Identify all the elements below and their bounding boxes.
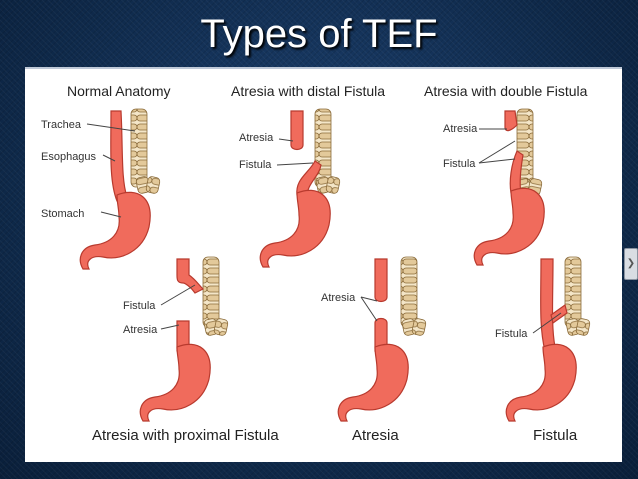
esophagus-illustration: [139, 258, 211, 422]
label-atresia: Atresia: [239, 132, 274, 144]
panel-atresia: Atresia Atresia: [321, 256, 427, 444]
label-fistula: Fistula: [495, 328, 528, 340]
label-trachea: Trachea: [41, 119, 82, 131]
panel-normal-anatomy: Normal Anatomy Trachea Esophagus Stomach: [41, 83, 170, 270]
panel-atresia-distal-fistula: Atresia with distal Fistula Atresia Fist…: [231, 83, 385, 268]
panel-atresia-proximal-fistula: Fistula Atresia Atresia with proximal Fi…: [92, 256, 279, 444]
esophagus-illustration: [79, 110, 151, 270]
panel-title: Atresia with proximal Fistula: [92, 427, 279, 444]
chevron-right-icon[interactable]: ❯: [624, 248, 638, 280]
panel-title: Atresia: [352, 427, 399, 444]
trachea-illustration: [130, 108, 161, 194]
panel-title: Atresia with distal Fistula: [231, 83, 385, 99]
slide-title: Types of TEF: [200, 12, 438, 56]
label-atresia: Atresia: [123, 324, 158, 336]
label-atresia: Atresia: [443, 123, 478, 135]
esophagus-illustration: [337, 258, 409, 422]
trachea-illustration: [202, 256, 229, 336]
panel-atresia-double-fistula: Atresia with double Fistula Atresia Fist…: [424, 83, 588, 266]
tef-diagram: Normal Anatomy Trachea Esophagus Stomach…: [25, 67, 622, 462]
label-atresia: Atresia: [321, 292, 356, 304]
trachea-illustration: [400, 256, 427, 336]
label-esophagus: Esophagus: [41, 151, 97, 163]
label-fistula: Fistula: [239, 159, 272, 171]
label-fistula: Fistula: [123, 300, 156, 312]
trachea-illustration: [314, 108, 341, 194]
trachea-illustration: [564, 256, 591, 336]
panel-title: Normal Anatomy: [67, 83, 170, 99]
panel-title: Atresia with double Fistula: [424, 83, 588, 99]
panel-title: Fistula: [533, 427, 578, 444]
esophagus-illustration: [473, 110, 545, 266]
esophagus-illustration: [259, 110, 331, 268]
label-fistula: Fistula: [443, 158, 476, 170]
label-stomach: Stomach: [41, 208, 84, 220]
panel-fistula: Fistula Fistula: [495, 256, 591, 444]
